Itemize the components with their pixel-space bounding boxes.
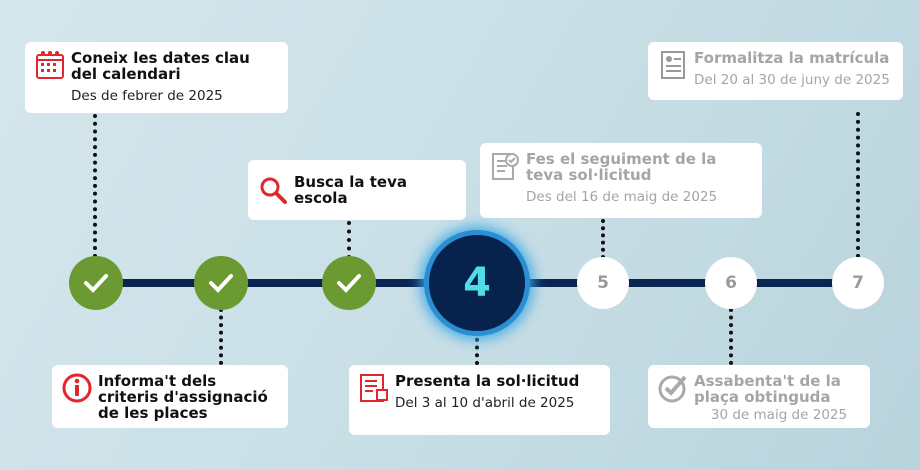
- connector: [601, 219, 605, 259]
- connector: [219, 308, 223, 365]
- check-circle-icon: [658, 375, 687, 403]
- step-2-card[interactable]: Informa't dels criteris d'assignació de …: [52, 365, 288, 428]
- connector: [347, 221, 351, 259]
- step-date: Des de febrer de 2025: [71, 88, 223, 104]
- step-title: Informa't dels criteris d'assignació de …: [98, 372, 268, 422]
- form-icon: [360, 374, 388, 402]
- step-7[interactable]: 7: [832, 257, 884, 309]
- step-2-done[interactable]: [194, 256, 248, 310]
- step-date: 30 de maig de 2025: [710, 407, 848, 423]
- info-icon: [62, 373, 92, 403]
- step-5[interactable]: 5: [577, 257, 629, 309]
- step-3-done[interactable]: [322, 256, 376, 310]
- check-icon: [337, 274, 361, 293]
- step-title: Assabenta't de la plaça obtinguda: [694, 372, 841, 406]
- check-icon: [84, 274, 108, 293]
- step-6[interactable]: 6: [705, 257, 757, 309]
- step-date: Des del 16 de maig de 2025: [526, 189, 718, 205]
- step-date: Del 3 al 10 d'abril de 2025: [395, 395, 575, 411]
- document-icon: [661, 51, 685, 79]
- step-title: Presenta la sol·licitud: [395, 372, 580, 390]
- connector: [475, 330, 479, 365]
- step-title: Fes el seguiment de la teva sol·licitud: [526, 150, 717, 184]
- step-title: Coneix les dates clau del calendari: [71, 49, 250, 83]
- connector: [93, 114, 97, 258]
- search-icon: [260, 177, 287, 204]
- step-1-done[interactable]: [69, 256, 123, 310]
- checklist-icon: [492, 153, 519, 180]
- calendar-icon: [36, 51, 64, 79]
- step-4-current[interactable]: 4: [429, 235, 525, 331]
- step-date: Del 20 al 30 de juny de 2025: [694, 72, 890, 88]
- step-title: Busca la teva escola: [294, 173, 408, 207]
- step-3-card[interactable]: Busca la teva escola: [248, 160, 466, 220]
- check-icon: [209, 274, 233, 293]
- step-title: Formalitza la matrícula: [694, 49, 890, 67]
- connector: [856, 112, 860, 258]
- connector: [729, 308, 733, 365]
